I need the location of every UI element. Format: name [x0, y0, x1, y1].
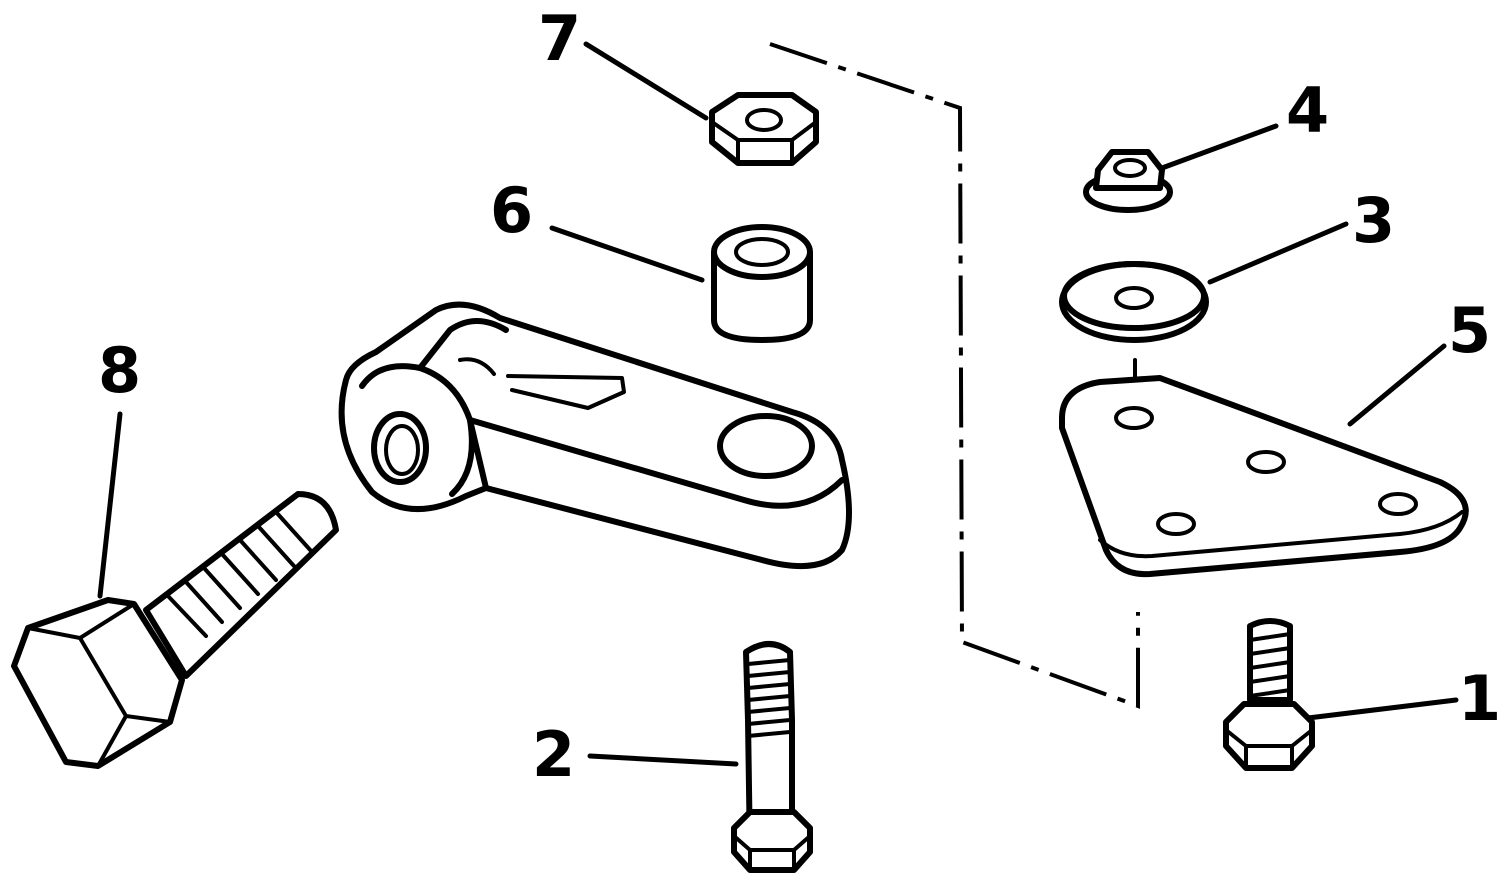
leader-6 — [549, 225, 705, 283]
part-4-flange-nut — [1083, 149, 1173, 213]
lever-arm — [338, 301, 852, 570]
assembly-guide-line — [769, 42, 1140, 709]
part-8-large-hex-bolt — [11, 491, 339, 769]
callout-5: 5 — [1448, 294, 1491, 367]
callout-2: 2 — [532, 718, 575, 791]
leader-7 — [583, 41, 709, 121]
callout-7: 7 — [538, 2, 581, 75]
leader-3 — [1207, 221, 1349, 285]
part-3-washer — [1059, 261, 1209, 343]
part-6-spacer-sleeve — [711, 224, 813, 343]
callout-1: 1 — [1458, 662, 1500, 735]
leader-8 — [97, 411, 123, 599]
callout-4: 4 — [1286, 74, 1329, 147]
leader-1 — [1305, 697, 1459, 721]
callout-8: 8 — [98, 334, 141, 407]
leader-5 — [1347, 343, 1447, 427]
leader-2 — [587, 753, 739, 767]
leader-4 — [1159, 123, 1279, 171]
callout-6: 6 — [490, 174, 533, 247]
part-7-hex-nut — [709, 92, 819, 166]
part-5-mounting-plate — [1059, 375, 1469, 578]
callout-3: 3 — [1352, 184, 1395, 257]
part-1-hex-bolt — [1223, 618, 1315, 771]
part-2-long-bolt — [731, 641, 813, 873]
